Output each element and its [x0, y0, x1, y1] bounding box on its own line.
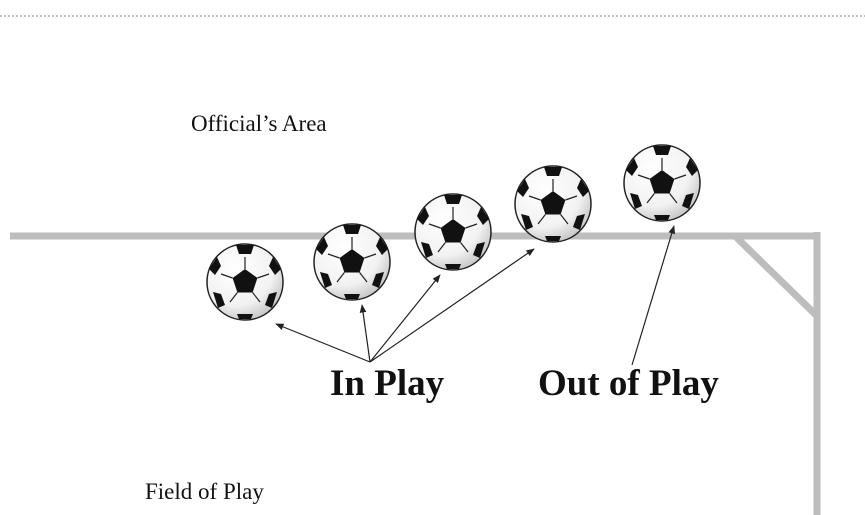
ball-3	[414, 193, 492, 271]
in-play-label: In Play	[330, 363, 445, 404]
ball-4	[514, 165, 592, 243]
ball-1	[206, 243, 284, 321]
in-play-arrow-3	[369, 274, 441, 363]
out-of-play-label: Out of Play	[538, 363, 719, 404]
officials-area-label: Official’s Area	[191, 111, 327, 136]
in-play-arrow-1	[275, 323, 371, 363]
in-play-arrow-4	[369, 248, 535, 363]
out-of-play-arrow	[631, 225, 676, 366]
field-of-play-label: Field of Play	[145, 479, 264, 504]
in-play-arrow-2	[359, 304, 371, 363]
ball-5	[623, 144, 701, 222]
boundary-diagonal	[732, 233, 820, 319]
ball-2	[313, 223, 391, 301]
